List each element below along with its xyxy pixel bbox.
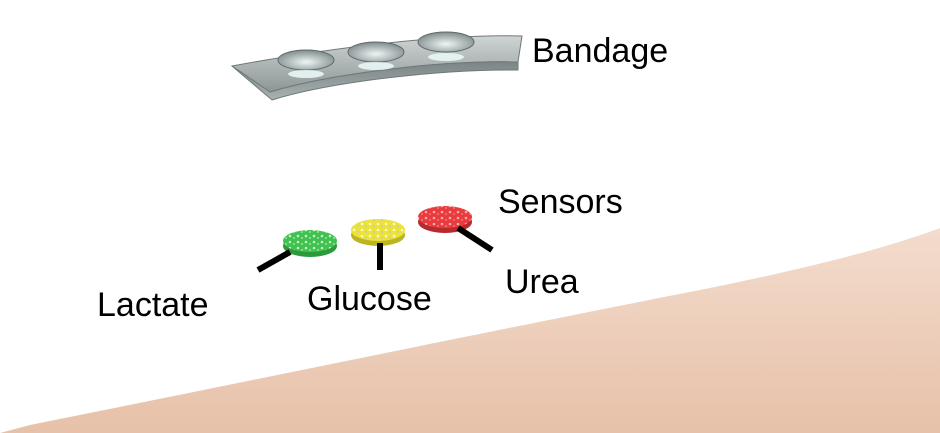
urea-sensor (418, 206, 472, 233)
bandage-well-1 (277, 49, 335, 71)
sensors-label: Sensors (498, 183, 623, 221)
urea-leader-line (456, 225, 494, 253)
lactate-leader-line (256, 249, 292, 273)
urea-label: Urea (505, 263, 579, 301)
glucose-sensor (351, 219, 405, 246)
bandage-label: Bandage (532, 32, 669, 70)
lactate-label: Lactate (97, 286, 209, 324)
glucose-label: Glucose (307, 280, 432, 318)
bandage-well-3 (417, 31, 475, 53)
bandage-illustration (230, 31, 523, 101)
bandage-well-2 (347, 41, 405, 63)
skin-surface (0, 228, 940, 433)
lactate-sensor (283, 230, 337, 257)
